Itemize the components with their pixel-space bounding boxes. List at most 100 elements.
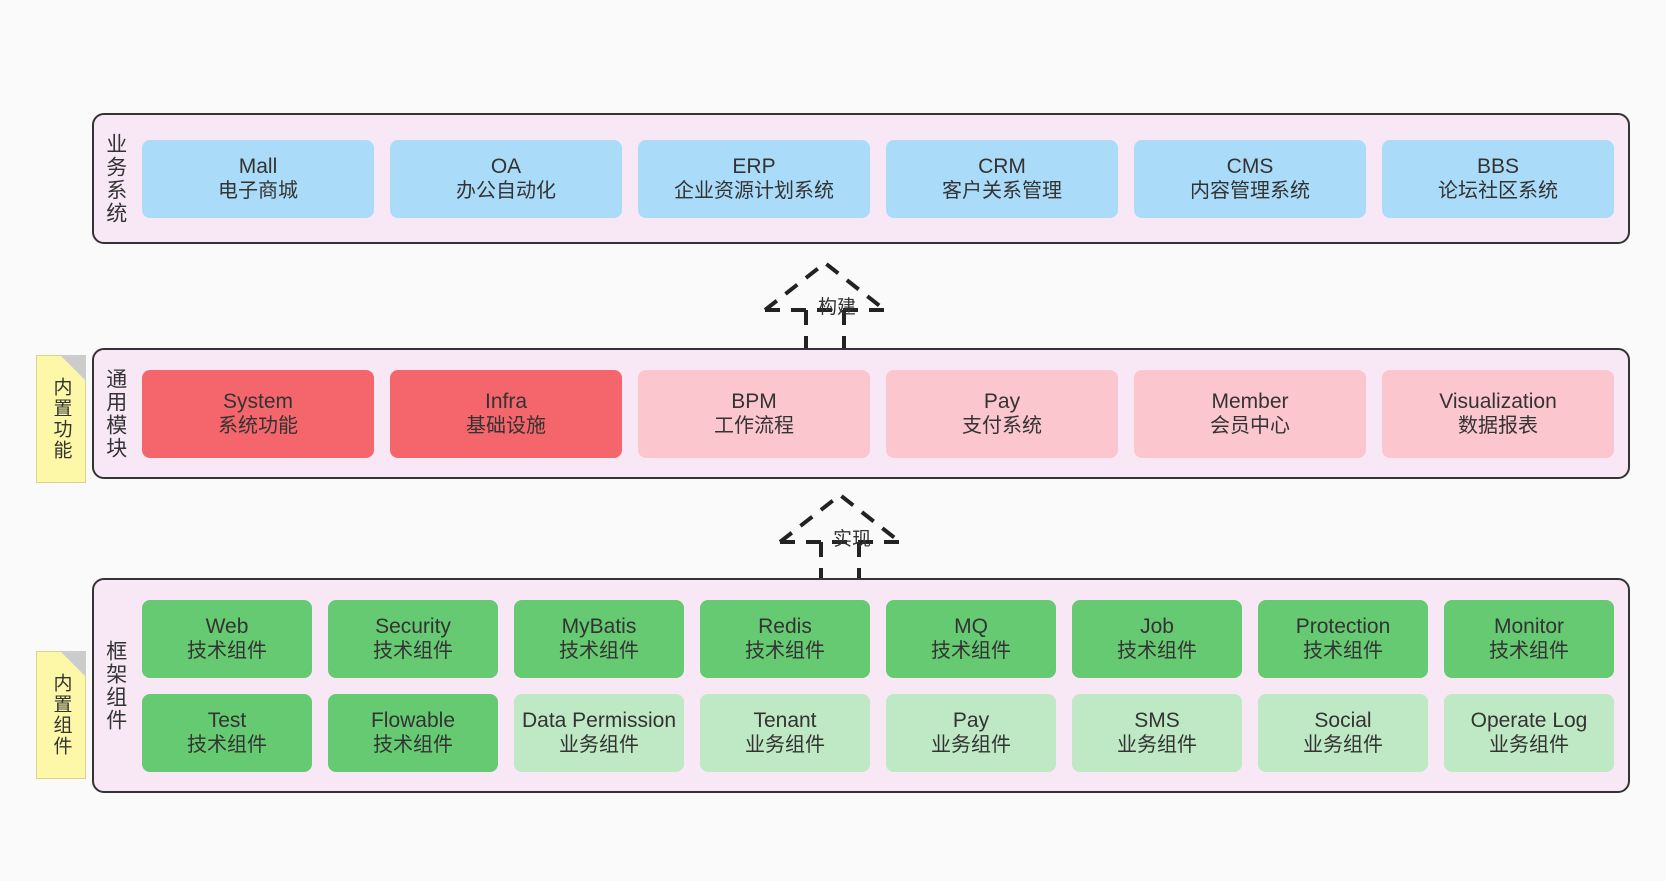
card-title-cn: 技术组件	[187, 640, 267, 663]
card-title-en: MQ	[954, 614, 988, 638]
layer-common-row: System 系统功能 Infra 基础设施 BPM 工作流程 Pay 支付系统…	[142, 369, 1614, 458]
card-title-en: CRM	[978, 154, 1026, 178]
card-infra[interactable]: Infra 基础设施	[390, 369, 622, 458]
card-title-cn: 技术组件	[1303, 640, 1383, 663]
card-title-en: ERP	[732, 154, 776, 178]
card-title-en: Monitor	[1493, 614, 1565, 638]
card-redis[interactable]: Redis 技术组件	[700, 599, 870, 678]
card-erp[interactable]: ERP 企业资源计划系统	[638, 139, 870, 218]
card-title-en: System	[222, 389, 293, 413]
card-title-cn: 客户关系管理	[942, 180, 1062, 203]
layer-framework-row-tech: Web 技术组件 Security 技术组件 MyBatis 技术组件 Redi…	[142, 599, 1614, 678]
note-fold-corner-icon	[60, 651, 86, 677]
card-title-en: Web	[205, 614, 249, 638]
card-social[interactable]: Social 业务组件	[1258, 693, 1428, 772]
card-title-cn: 业务组件	[559, 734, 639, 757]
card-title-en: Pay	[983, 389, 1021, 413]
card-sms[interactable]: SMS 业务组件	[1072, 693, 1242, 772]
note-builtin-component-label: 内置组件	[50, 673, 72, 757]
card-cms[interactable]: CMS 内容管理系统	[1134, 139, 1366, 218]
layer-business: 业务系统 Mall 电子商城 OA 办公自动化 ERP 企业资源计划系统 CRM…	[92, 113, 1630, 244]
card-title-cn: 技术组件	[373, 734, 453, 757]
card-title-en: Mall	[238, 154, 278, 178]
card-bpm[interactable]: BPM 工作流程	[638, 369, 870, 458]
layer-framework: 框架组件 Web 技术组件 Security 技术组件 MyBatis 技术组件…	[92, 578, 1630, 793]
layer-common-title: 通用模块	[103, 367, 127, 460]
note-fold-corner-icon	[60, 355, 86, 381]
layer-common-body: System 系统功能 Infra 基础设施 BPM 工作流程 Pay 支付系统…	[136, 350, 1628, 477]
card-title-cn: 基础设施	[466, 415, 546, 438]
card-title-en: OA	[490, 154, 522, 178]
card-flowable[interactable]: Flowable 技术组件	[328, 693, 498, 772]
connector-build-label: 构建	[818, 297, 857, 318]
card-title-cn: 工作流程	[714, 415, 794, 438]
layer-business-title: 业务系统	[103, 132, 127, 225]
card-title-en: BPM	[731, 389, 777, 413]
card-protection[interactable]: Protection 技术组件	[1258, 599, 1428, 678]
layer-framework-body: Web 技术组件 Security 技术组件 MyBatis 技术组件 Redi…	[136, 580, 1628, 791]
card-security[interactable]: Security 技术组件	[328, 599, 498, 678]
card-title-cn: 论坛社区系统	[1438, 180, 1558, 203]
card-mall[interactable]: Mall 电子商城	[142, 139, 374, 218]
card-title-en: Security	[375, 614, 451, 638]
card-tenant[interactable]: Tenant 业务组件	[700, 693, 870, 772]
card-title-en: BBS	[1476, 154, 1520, 178]
card-title-en: Visualization	[1439, 389, 1557, 413]
card-operate-log[interactable]: Operate Log 业务组件	[1444, 693, 1614, 772]
card-title-en: Pay	[952, 708, 990, 732]
layer-framework-title: 框架组件	[103, 639, 127, 732]
card-title-en: Test	[207, 708, 247, 732]
card-title-cn: 内容管理系统	[1190, 180, 1310, 203]
layer-framework-row-business: Test 技术组件 Flowable 技术组件 Data Permission …	[142, 693, 1614, 772]
card-job[interactable]: Job 技术组件	[1072, 599, 1242, 678]
card-data-permission[interactable]: Data Permission 业务组件	[514, 693, 684, 772]
card-title-cn: 业务组件	[745, 734, 825, 757]
card-title-cn: 技术组件	[745, 640, 825, 663]
card-web[interactable]: Web 技术组件	[142, 599, 312, 678]
card-title-en: Tenant	[753, 708, 817, 732]
card-title-cn: 技术组件	[187, 734, 267, 757]
card-title-en: Protection	[1295, 614, 1391, 638]
layer-common: 通用模块 System 系统功能 Infra 基础设施 BPM 工作流程 Pay…	[92, 348, 1630, 479]
card-test[interactable]: Test 技术组件	[142, 693, 312, 772]
card-title-en: MyBatis	[561, 614, 637, 638]
card-title-en: Flowable	[370, 708, 456, 732]
card-title-en: Infra	[484, 389, 528, 413]
card-title-cn: 技术组件	[1489, 640, 1569, 663]
card-title-cn: 企业资源计划系统	[674, 180, 834, 203]
card-pay-component[interactable]: Pay 业务组件	[886, 693, 1056, 772]
card-title-cn: 业务组件	[1303, 734, 1383, 757]
connector-realize-label: 实现	[833, 529, 872, 550]
card-monitor[interactable]: Monitor 技术组件	[1444, 599, 1614, 678]
note-builtin-function: 内置功能	[36, 355, 86, 483]
card-title-cn: 支付系统	[962, 415, 1042, 438]
card-pay-module[interactable]: Pay 支付系统	[886, 369, 1118, 458]
card-title-en: CMS	[1226, 154, 1274, 178]
layer-business-body: Mall 电子商城 OA 办公自动化 ERP 企业资源计划系统 CRM 客户关系…	[136, 115, 1628, 242]
card-title-cn: 系统功能	[218, 415, 298, 438]
layer-business-row: Mall 电子商城 OA 办公自动化 ERP 企业资源计划系统 CRM 客户关系…	[142, 139, 1614, 218]
card-title-cn: 技术组件	[373, 640, 453, 663]
card-title-cn: 技术组件	[1117, 640, 1197, 663]
card-title-cn: 技术组件	[931, 640, 1011, 663]
card-bbs[interactable]: BBS 论坛社区系统	[1382, 139, 1614, 218]
card-oa[interactable]: OA 办公自动化	[390, 139, 622, 218]
card-crm[interactable]: CRM 客户关系管理	[886, 139, 1118, 218]
card-mq[interactable]: MQ 技术组件	[886, 599, 1056, 678]
card-title-en: Member	[1211, 389, 1289, 413]
card-visualization[interactable]: Visualization 数据报表	[1382, 369, 1614, 458]
card-title-cn: 数据报表	[1458, 415, 1538, 438]
card-member[interactable]: Member 会员中心	[1134, 369, 1366, 458]
note-builtin-function-label: 内置功能	[50, 377, 72, 461]
card-title-cn: 办公自动化	[456, 180, 556, 203]
card-title-cn: 业务组件	[1117, 734, 1197, 757]
card-title-cn: 业务组件	[931, 734, 1011, 757]
card-title-en: Data Permission	[521, 708, 677, 732]
card-system[interactable]: System 系统功能	[142, 369, 374, 458]
card-title-cn: 电子商城	[218, 180, 298, 203]
card-title-en: Redis	[758, 614, 812, 638]
card-title-en: Job	[1140, 614, 1174, 638]
card-mybatis[interactable]: MyBatis 技术组件	[514, 599, 684, 678]
card-title-en: Operate Log	[1470, 708, 1588, 732]
